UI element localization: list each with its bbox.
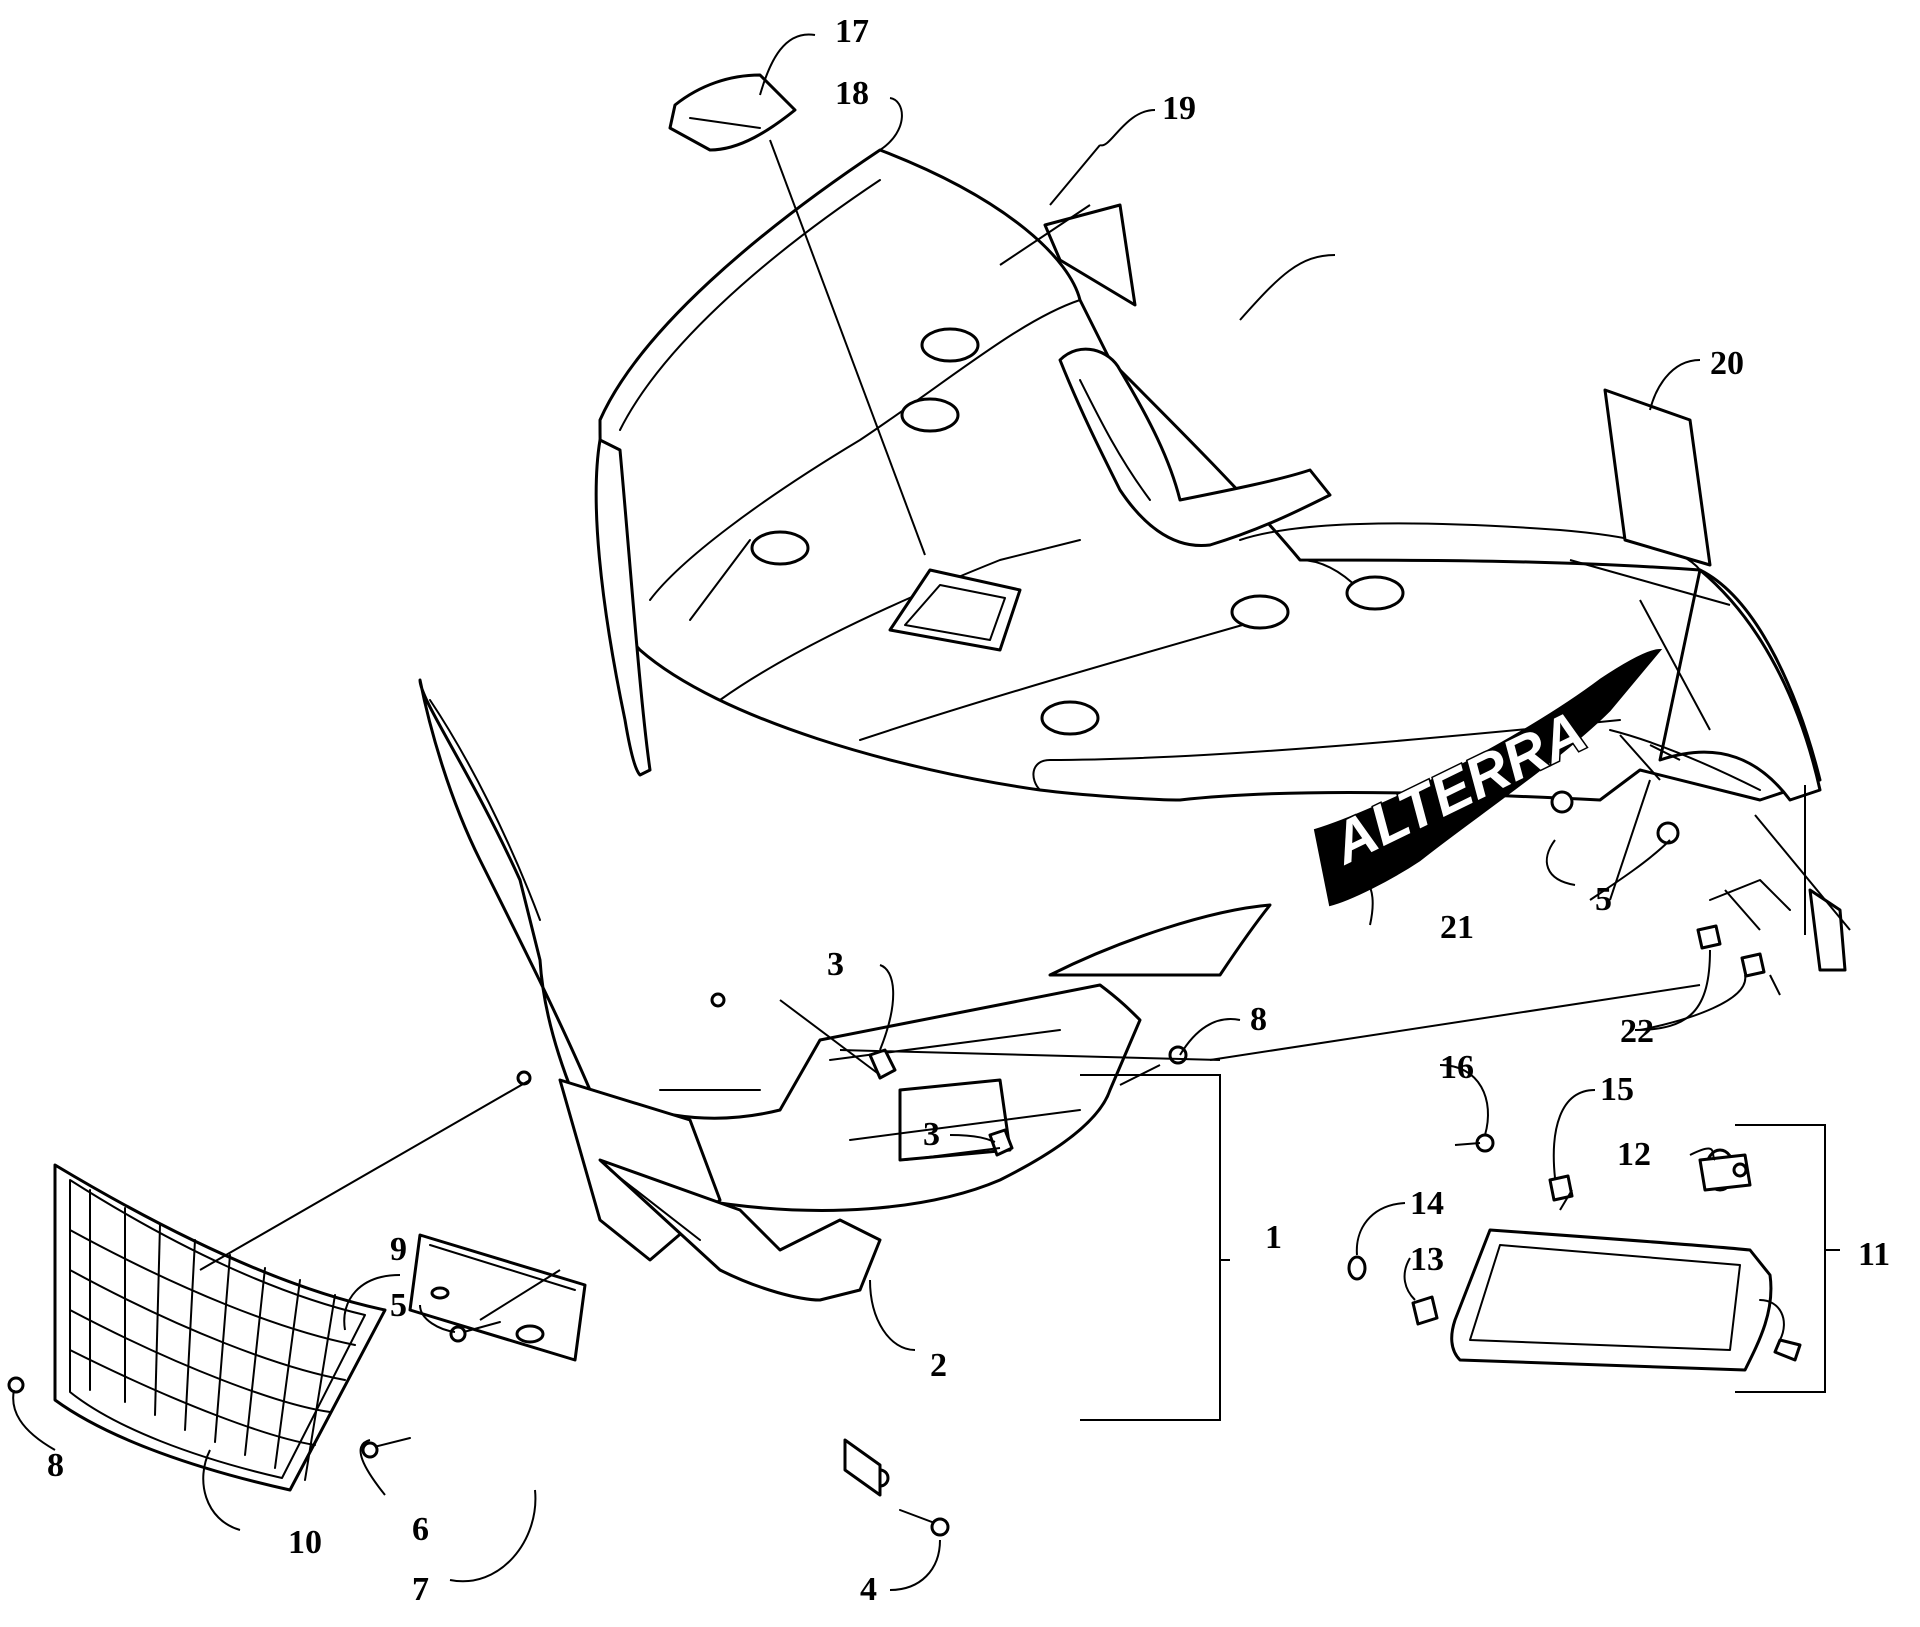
callout-12: 12 xyxy=(1617,1136,1651,1173)
callout-5-left: 5 xyxy=(390,1287,407,1324)
callout-20: 20 xyxy=(1710,345,1744,382)
callout-14: 14 xyxy=(1410,1185,1444,1222)
callout-1: 1 xyxy=(1265,1219,1282,1256)
reflector xyxy=(408,1233,587,1362)
callout-2: 2 xyxy=(930,1347,947,1384)
headlight-assembly xyxy=(1450,1228,1802,1372)
grille xyxy=(53,1163,387,1492)
callout-8-right: 8 xyxy=(1250,1001,1267,1038)
hardware xyxy=(7,73,1766,1537)
callout-13: 13 xyxy=(1410,1241,1444,1278)
callout-16: 16 xyxy=(1440,1049,1474,1086)
callout-3-lower: 3 xyxy=(923,1116,940,1153)
callout-5-top: 5 xyxy=(1595,881,1612,918)
callout-17: 17 xyxy=(835,13,869,50)
callout-11: 11 xyxy=(1858,1236,1890,1273)
callout-18: 18 xyxy=(835,75,869,112)
front-fender-body: ALTERRA xyxy=(594,148,1847,977)
callout-21: 21 xyxy=(1440,909,1474,946)
alterra-decal xyxy=(1313,648,1663,907)
callout-4: 4 xyxy=(860,1571,877,1608)
callout-10: 10 xyxy=(288,1524,322,1561)
callout-22: 22 xyxy=(1620,1013,1654,1050)
leader-lines xyxy=(12,33,1851,1591)
callout-19: 19 xyxy=(1162,90,1196,127)
callout-labels: 17 18 19 20 5 21 22 3 8 3 16 15 12 14 13… xyxy=(47,13,1890,1608)
callout-9: 9 xyxy=(390,1231,407,1268)
callout-3-upper: 3 xyxy=(827,946,844,983)
bulb xyxy=(1698,1148,1752,1192)
front-bumper-assembly xyxy=(418,678,1142,1497)
callout-7: 7 xyxy=(412,1571,429,1608)
callout-15: 15 xyxy=(1600,1071,1634,1108)
callout-8-left: 8 xyxy=(47,1447,64,1484)
callout-6: 6 xyxy=(412,1511,429,1548)
